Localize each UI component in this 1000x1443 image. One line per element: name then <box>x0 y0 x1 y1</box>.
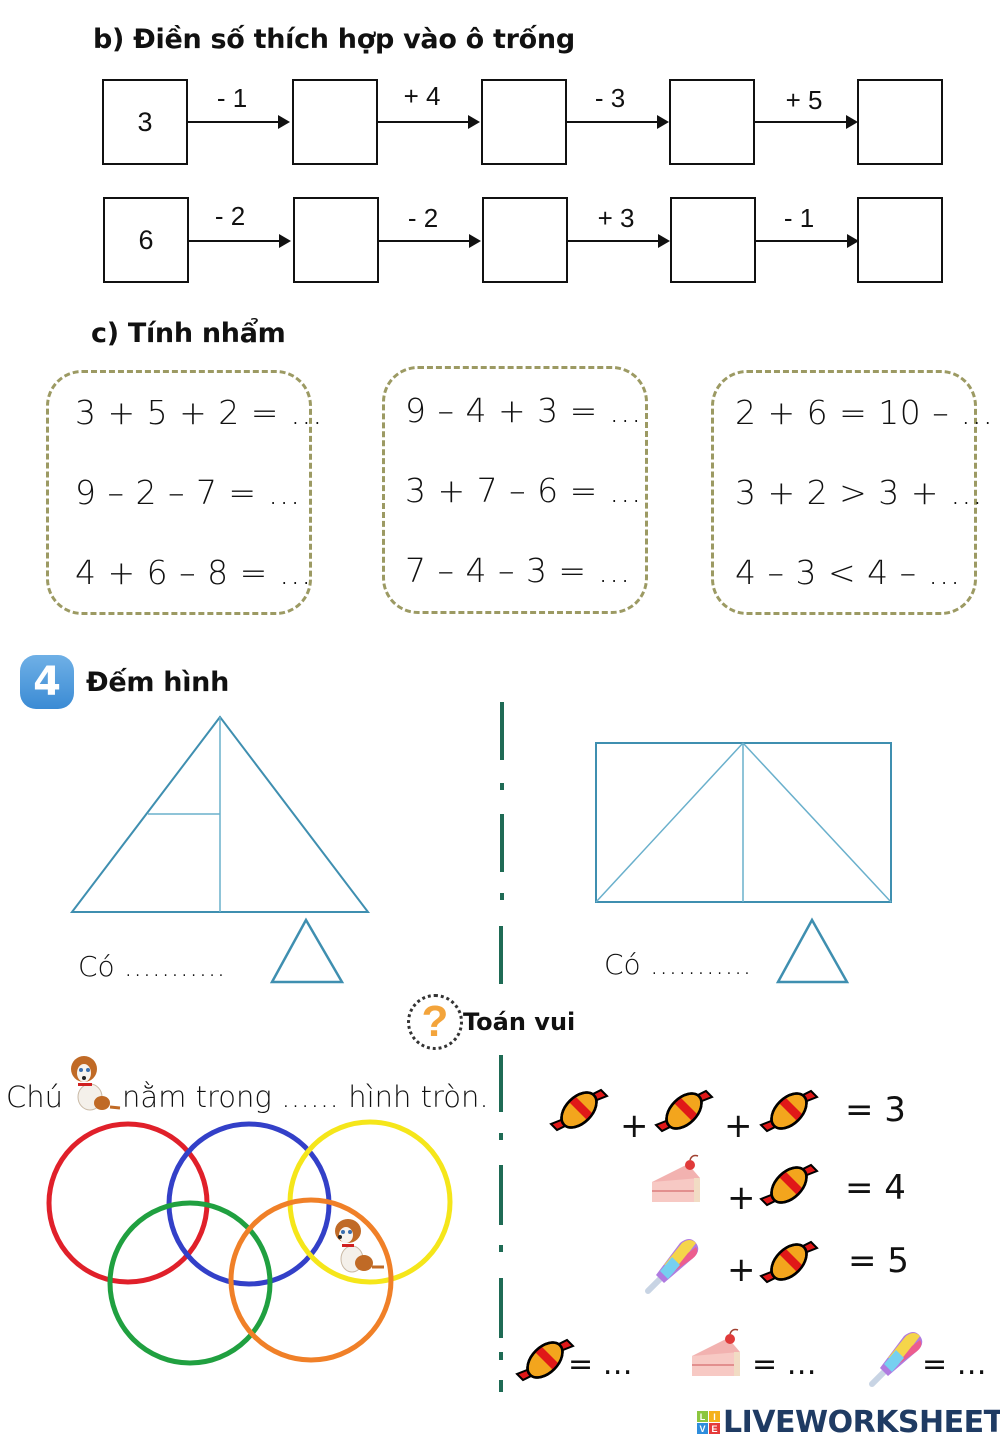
candy-icon <box>759 1236 819 1288</box>
answer-box[interactable] <box>292 79 378 165</box>
arrow <box>568 234 670 248</box>
candy-icon <box>654 1085 714 1137</box>
candy-icon <box>515 1334 575 1386</box>
rectangle-count-answer[interactable]: Có ……….. <box>604 948 752 981</box>
arrow <box>188 115 290 129</box>
answer-box[interactable] <box>482 197 568 283</box>
plus-sign: + <box>727 1250 756 1290</box>
toan-vui-title: Toán vui <box>463 1008 576 1036</box>
answer-box[interactable] <box>670 197 756 283</box>
answer-box[interactable] <box>857 197 943 283</box>
dog-icon <box>71 1056 121 1111</box>
answer-box[interactable] <box>481 79 567 165</box>
arrow <box>379 234 481 248</box>
popsicle-answer[interactable]: = … <box>922 1347 987 1382</box>
popsicle-icon <box>866 1330 922 1390</box>
arrow <box>567 115 669 129</box>
plus-sign: + <box>724 1106 753 1146</box>
expression: 9 – 2 – 7 = … <box>75 473 302 512</box>
arrow <box>189 234 291 248</box>
section-4-title: Đếm hình <box>86 667 229 698</box>
expression: 4 + 6 – 8 = … <box>75 553 313 592</box>
plus-sign: + <box>727 1178 756 1218</box>
candy-icon <box>759 1159 819 1211</box>
equation-result: = 4 <box>845 1168 906 1208</box>
answer-box[interactable] <box>857 79 943 165</box>
answer-box[interactable] <box>293 197 379 283</box>
arrow <box>756 234 859 248</box>
operation-label: + 4 <box>403 81 441 111</box>
start-box: 6 <box>103 197 189 283</box>
operation-label: - 2 <box>214 201 246 231</box>
expression: 9 – 4 + 3 = … <box>405 391 643 430</box>
question-mark-icon: ? <box>407 994 463 1050</box>
expression-group-3 <box>711 370 977 615</box>
operation-label: + 3 <box>597 203 635 233</box>
expression-group-1 <box>46 370 312 615</box>
operation-label: - 2 <box>407 203 439 233</box>
cake-icon <box>691 1328 741 1377</box>
operation-label: - 1 <box>216 83 248 113</box>
expression-group-2 <box>382 366 648 614</box>
expression: 3 + 5 + 2 = … <box>75 393 324 432</box>
expression: 4 – 3 < 4 – … <box>735 553 962 592</box>
exercise-number-badge: 4 <box>20 655 74 709</box>
start-box: 3 <box>102 79 188 165</box>
arrow <box>755 115 858 129</box>
equation-result: = 5 <box>848 1241 909 1281</box>
candy-icon <box>759 1085 819 1137</box>
popsicle-icon <box>642 1237 698 1297</box>
arrow <box>378 115 480 129</box>
candy-icon <box>549 1084 609 1136</box>
dog-sentence-start: Chú <box>6 1080 64 1114</box>
section-b-title: b) Điền số thích hợp vào ô trống <box>93 24 575 55</box>
section-c-title: c) Tính nhẩm <box>91 318 286 349</box>
expression: 2 + 6 = 10 – … <box>735 393 994 432</box>
cake-icon <box>651 1154 701 1203</box>
liveworksheets-logo: L I V E LIVEWORKSHEETS <box>697 1405 1000 1440</box>
operation-label: - 1 <box>783 203 815 233</box>
plus-sign: + <box>620 1106 649 1146</box>
logo-text: LIVEWORKSHEETS <box>723 1405 1000 1440</box>
dog-sentence-end: nằm trong …… hình tròn. <box>122 1080 489 1114</box>
answer-box[interactable] <box>669 79 755 165</box>
logo-icon: L I V E <box>697 1411 720 1434</box>
operation-label: + 5 <box>785 85 823 115</box>
expression: 3 + 2 > 3 + … <box>735 473 984 512</box>
expression: 7 – 4 – 3 = … <box>405 551 632 590</box>
triangle-count-answer[interactable]: Có ……….. <box>78 950 226 983</box>
expression: 3 + 7 – 6 = … <box>405 471 643 510</box>
operation-label: - 3 <box>594 83 626 113</box>
candy-answer[interactable]: = … <box>568 1347 633 1382</box>
dog-in-circles-icon <box>335 1219 384 1273</box>
equation-result: = 3 <box>845 1090 906 1130</box>
cake-answer[interactable]: = … <box>752 1347 817 1382</box>
